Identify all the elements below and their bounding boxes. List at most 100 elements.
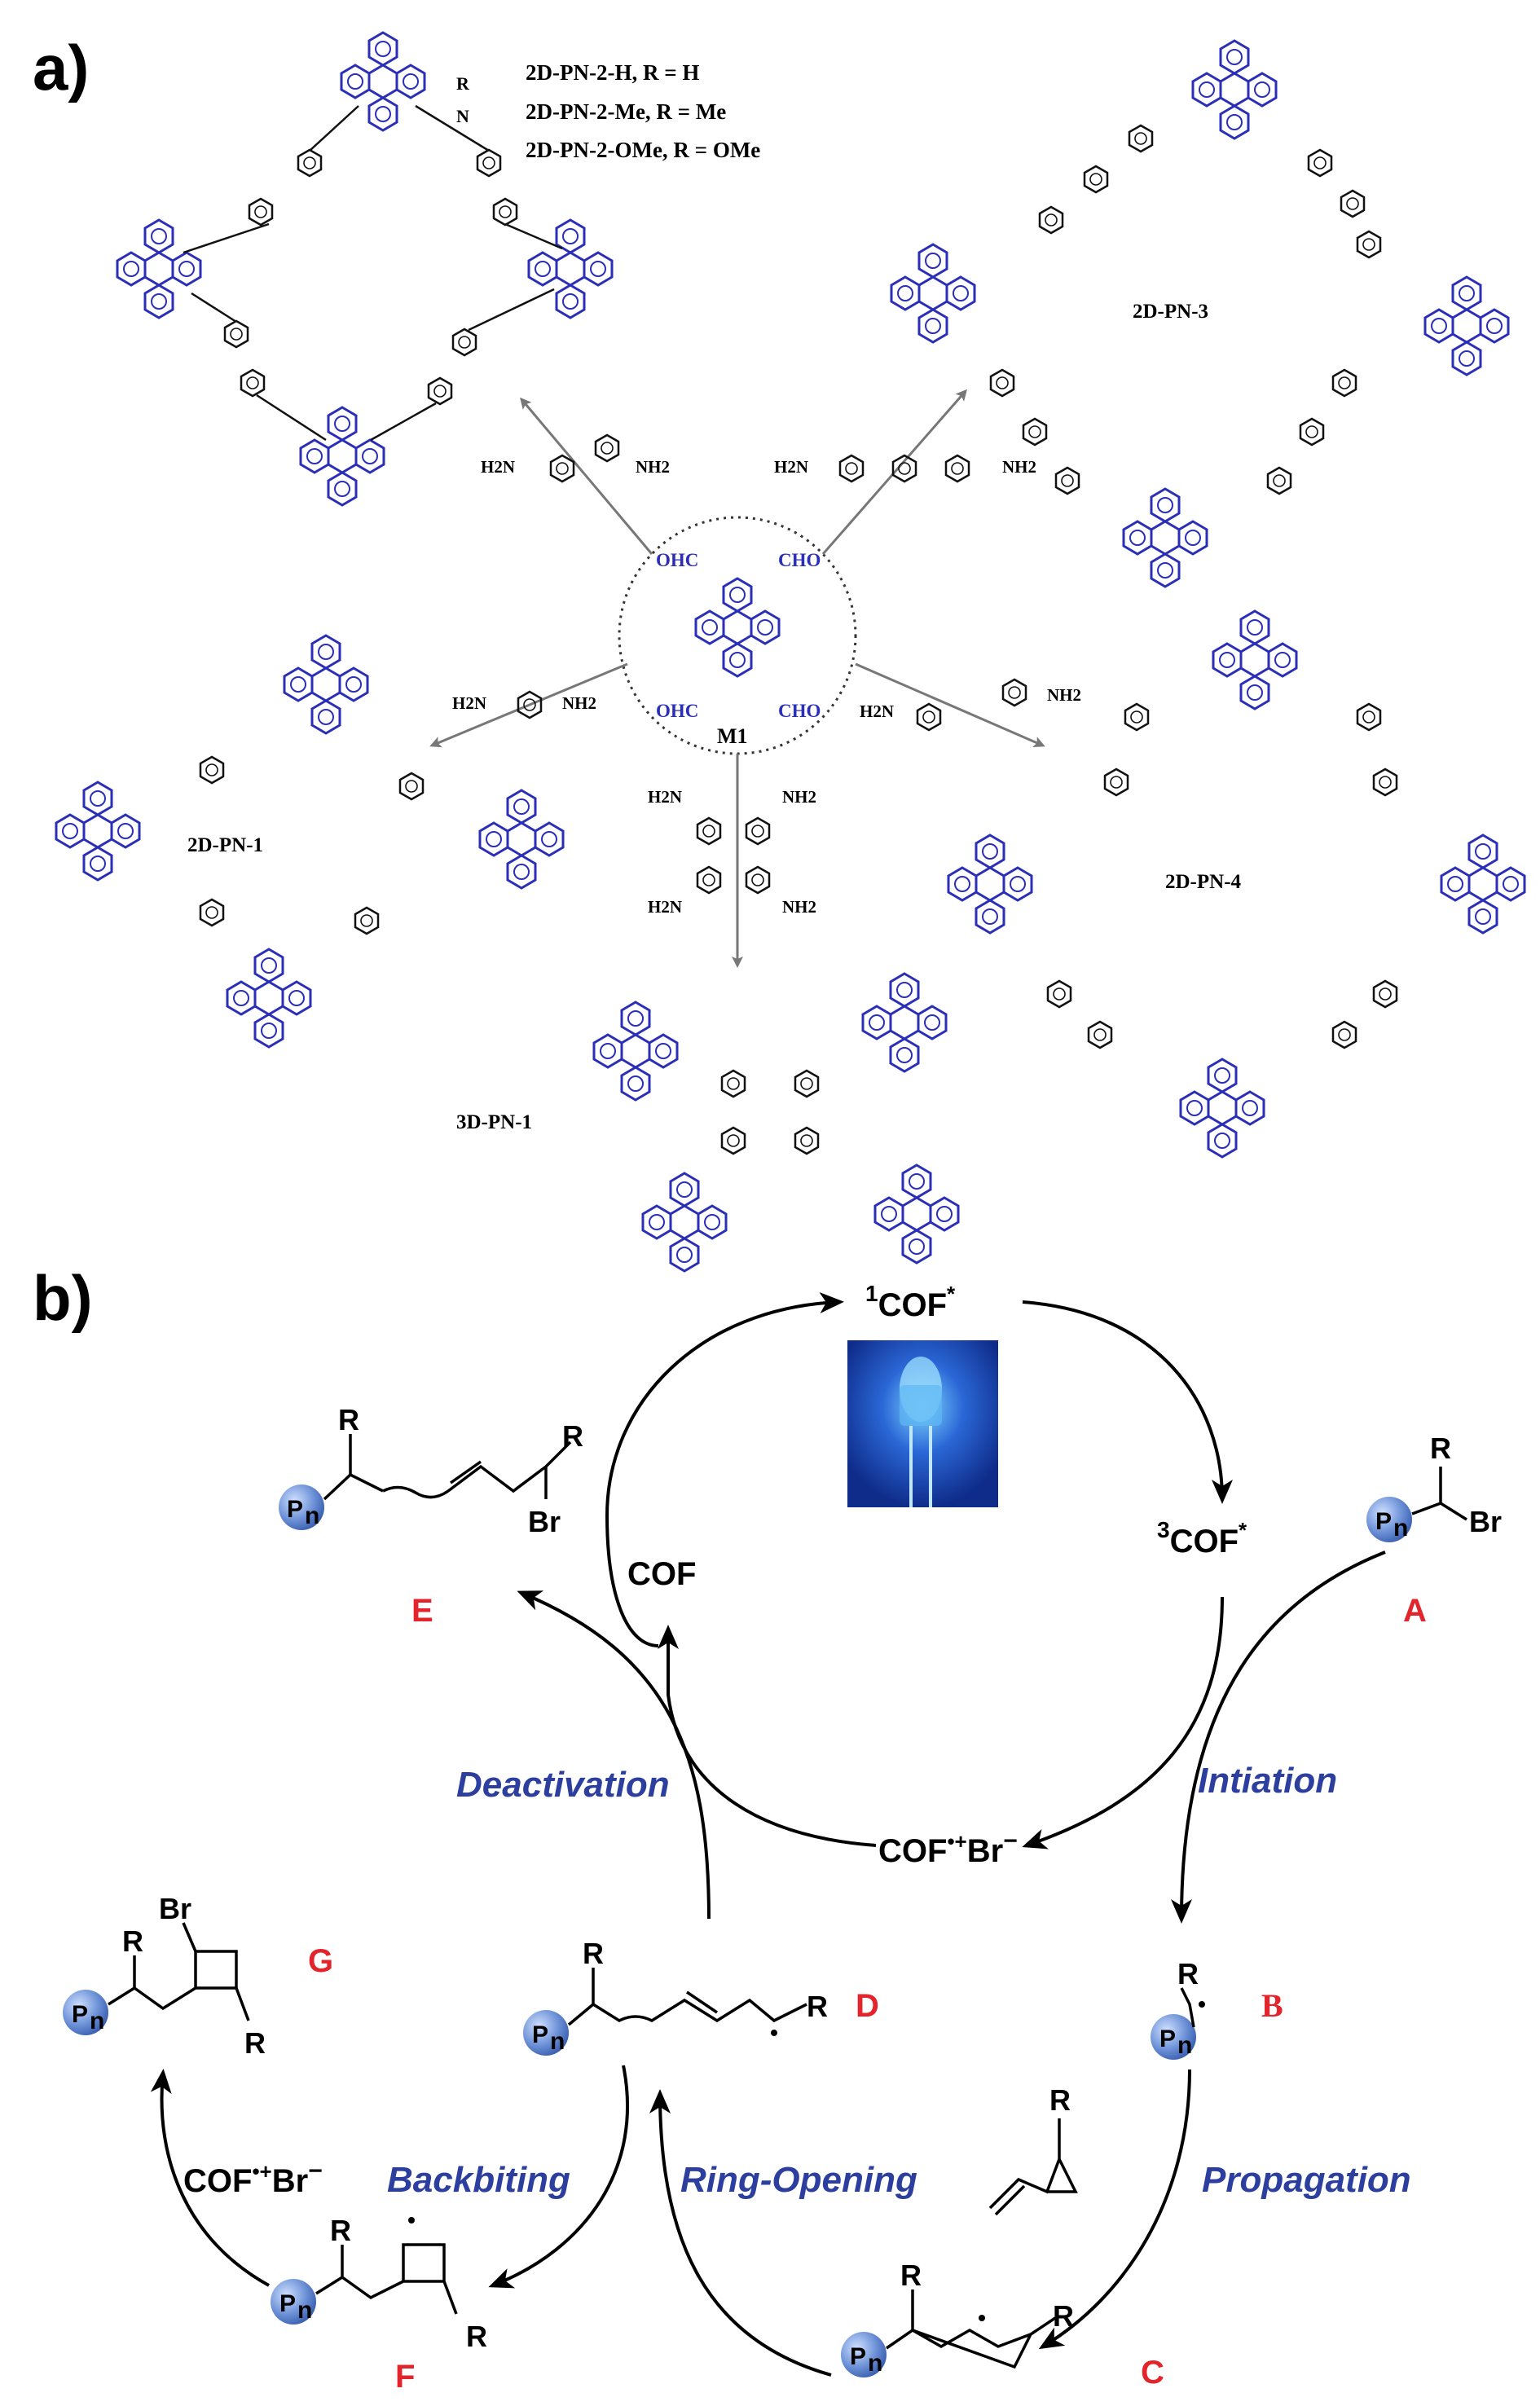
polymer-n-c: n [868, 2350, 882, 2377]
panel-b: b) 1COF* 3COF* COF COF•+Br− Deactivation [33, 1262, 1502, 2395]
framework-name-2d-pn-1: 2D-PN-1 [187, 834, 263, 856]
framework-name-2d-pn-3: 2D-PN-3 [1133, 301, 1208, 323]
linker-tetra-amine-4: NH2 [782, 897, 816, 917]
species-c-r1: R [900, 2259, 922, 2292]
legend-line-1: 2D-PN-2-H, R = H [526, 60, 699, 85]
framework-name-3d-pn-1: 3D-PN-1 [456, 1111, 532, 1133]
monomer-name: M1 [717, 724, 748, 748]
m1-cho-top: CHO [778, 550, 821, 570]
m1-cho-bottom: CHO [778, 701, 821, 721]
polymer-n-e: n [305, 1502, 319, 1529]
species-letter-b: B [1261, 1987, 1283, 2024]
polymer-n-f: n [297, 2297, 312, 2324]
linker-tetra-amine-1: H2N [648, 787, 682, 807]
framework-2d-pn-2: N R [117, 33, 612, 505]
vinylcyclopropane: R [988, 2083, 1078, 2216]
species-g-r2: R [244, 2026, 266, 2060]
species-g-br: Br [159, 1892, 191, 1925]
species-b-r: R [1177, 1957, 1199, 1990]
species-letter-c: C [1141, 2355, 1164, 2391]
species-b: P n R B [1151, 1957, 1283, 2060]
polymer-p-e: P [287, 1496, 303, 1523]
polymer-n-b: n [1177, 2032, 1192, 2059]
framework-2d-pn-1: 2D-PN-1 [56, 636, 563, 1047]
species-e-br: Br [528, 1505, 561, 1538]
linker-labels: H2N NH2 H2N NH2 H2N NH2 H2N NH2 H2N NH2 … [452, 433, 1081, 917]
species-f: P n R R F [271, 2214, 487, 2395]
step-propagation: Propagation [1202, 2160, 1411, 2200]
species-c: P n R R C [841, 2259, 1164, 2391]
species-d: P n R R D [523, 1937, 879, 2056]
initiation-arrow [1171, 1550, 1386, 1924]
polymer-n-d: n [550, 2028, 565, 2055]
polymer-p-a: P [1375, 1508, 1392, 1535]
species-letter-g: G [308, 1943, 333, 1979]
linker-terphenyl-right: NH2 [1002, 457, 1036, 477]
monomer-m1: OHC CHO OHC CHO M1 [618, 516, 857, 755]
linker-terphenyl-left: H2N [774, 457, 808, 477]
framework-2d-pn-3: 2D-PN-3 [891, 41, 1508, 587]
species-letter-e: E [411, 1593, 433, 1629]
species-e-r1: R [338, 1403, 359, 1436]
step-initiation: Intiation [1198, 1761, 1337, 1801]
species-d-r1: R [583, 1937, 604, 1970]
ring-opening-arrow [649, 2089, 832, 2377]
linker-stilbene-left: H2N [860, 702, 894, 721]
panel-a-label: a) [33, 32, 89, 103]
species-a: P n R Br A [1366, 1432, 1502, 1629]
polymer-p-d: P [532, 2021, 548, 2048]
subst-r-label: R [456, 73, 470, 94]
m1-ohc-bottom: OHC [656, 701, 698, 721]
step-deactivation: Deactivation [456, 1765, 670, 1805]
framework-2d-pn-4: 2D-PN-4 [948, 611, 1525, 1157]
linker-phenyl-left: H2N [452, 693, 486, 713]
cof-br-f-to-g: COF•+Br− [183, 2157, 323, 2199]
polymer-p-c: P [850, 2343, 866, 2370]
species-g: P n R Br R G [63, 1892, 333, 2060]
legend-line-2: 2D-PN-2-Me, R = Me [526, 99, 726, 124]
species-a-br: Br [1469, 1505, 1502, 1538]
polymer-n-g: n [90, 2008, 104, 2034]
linker-tetra-amine-3: H2N [648, 897, 682, 917]
linker-biphenyl-left: H2N [481, 457, 515, 477]
species-f-r2: R [466, 2320, 487, 2353]
polymer-p-g: P [72, 2001, 88, 2028]
propagation-arrow [1038, 2069, 1191, 2350]
linker-biphenyl-right: NH2 [636, 457, 670, 477]
linker-stilbene-right: NH2 [1047, 685, 1081, 705]
step-ring-opening: Ring-Opening [680, 2160, 917, 2200]
legend-line-3: 2D-PN-2-OMe, R = OMe [526, 138, 760, 162]
polymer-p-f: P [279, 2290, 296, 2317]
cof-radical-cation-br: COF•+Br− [878, 1828, 1018, 1869]
backbiting-arrow [488, 2065, 630, 2289]
species-d-r2: R [807, 1990, 828, 2023]
species-letter-f: F [395, 2359, 415, 2395]
r-substituent-legend: 2D-PN-2-H, R = H 2D-PN-2-Me, R = Me 2D-P… [526, 60, 760, 162]
species-f-r1: R [330, 2214, 351, 2247]
synthesis-arrows [429, 389, 1045, 968]
species-letter-d: D [856, 1988, 879, 2024]
step-backbiting: Backbiting [387, 2160, 570, 2200]
vcp-r: R [1049, 2083, 1071, 2117]
framework-name-2d-pn-4: 2D-PN-4 [1165, 871, 1242, 893]
species-c-r2: R [1053, 2299, 1074, 2333]
species-a-r: R [1430, 1432, 1451, 1465]
species-e: P n R R Br E [279, 1403, 583, 1629]
polymer-n-a: n [1393, 1515, 1408, 1542]
panel-a: a) 2D-PN-2-H, R = H 2D-PN-2-Me, R = Me 2… [33, 32, 1525, 1271]
f-to-g-arrow [150, 2069, 270, 2287]
species-letter-a: A [1403, 1593, 1427, 1629]
species-e-r2: R [562, 1419, 583, 1453]
blue-led-image [847, 1340, 998, 1507]
deactivation-arrow [517, 1590, 711, 1920]
cof-cycle: 1COF* 3COF* COF COF•+Br− [605, 1281, 1247, 1869]
linker-tetra-amine-2: NH2 [782, 787, 816, 807]
m1-ohc-top: OHC [656, 550, 698, 570]
cof-ground-state: COF [627, 1556, 696, 1592]
panel-b-label: b) [33, 1262, 93, 1334]
species-g-r1: R [122, 1924, 143, 1958]
cof-singlet: 1COF* [865, 1281, 956, 1323]
cof-triplet: 3COF* [1157, 1517, 1247, 1559]
linker-phenyl-right: NH2 [562, 693, 596, 713]
